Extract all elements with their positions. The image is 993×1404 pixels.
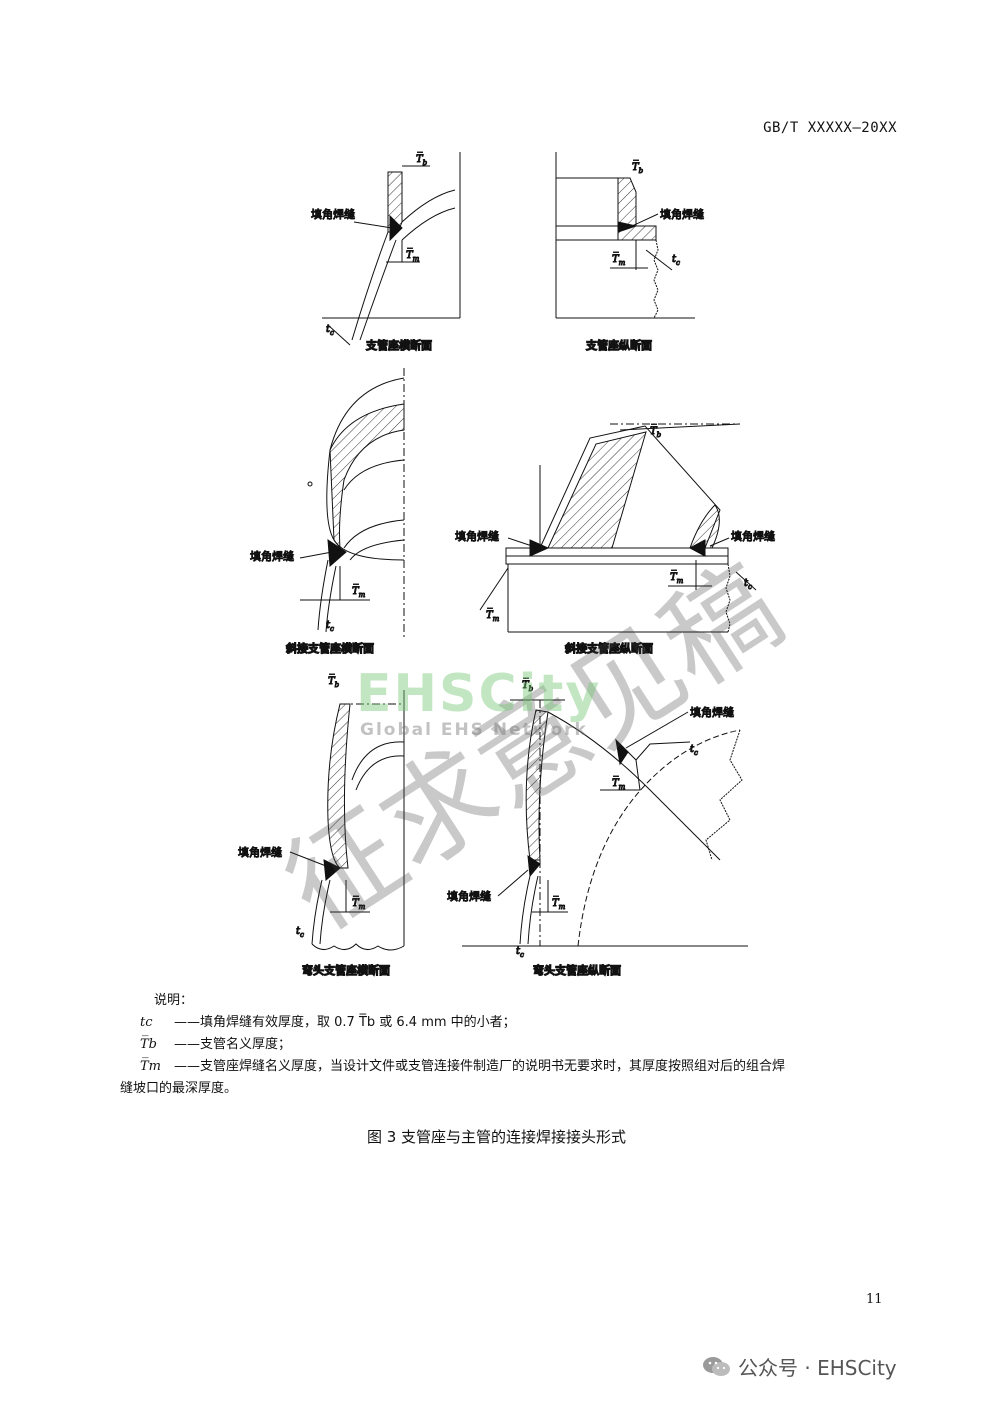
svg-text:tc: tc bbox=[744, 578, 752, 591]
caption-elbow-longitudinal: 弯头支管座纵断面 bbox=[533, 963, 621, 977]
fillet-weld-label-6: 填角焊缝 bbox=[238, 845, 282, 859]
svg-text:tc: tc bbox=[326, 620, 334, 633]
note-item: T̅m ——支管座焊缝名义厚度，当设计文件或支管连接件制造厂的说明书无要求时，其厚… bbox=[120, 1056, 900, 1078]
footer-brand-text: 公众号 · EHSCity bbox=[738, 1356, 897, 1380]
svg-text:T̅b: T̅b bbox=[632, 161, 644, 175]
svg-text:tc: tc bbox=[690, 744, 698, 757]
note-text: ——填角焊缝有效厚度，取 0.7 T̅b 或 6.4 mm 中的小者； bbox=[174, 1015, 516, 1030]
svg-text:T̅m: T̅m bbox=[612, 253, 626, 267]
svg-text:T̅b: T̅b bbox=[650, 425, 662, 439]
note-symbol: tc bbox=[140, 1015, 153, 1030]
note-continuation: 缝坡口的最深厚度。 bbox=[120, 1081, 238, 1096]
joint-figure: 填角焊缝 T̅b T̅m tc 支管座横断面 填角焊缝 T̅b T̅m tc 支… bbox=[238, 152, 776, 978]
caption-elbow-transverse: 弯头支管座横断面 bbox=[302, 963, 390, 977]
svg-text:tc: tc bbox=[516, 946, 524, 959]
standard-code: GB/T XXXXX—20XX bbox=[763, 120, 897, 136]
panel-branch-transverse bbox=[322, 152, 461, 346]
fillet-weld-label-5: 填角焊缝 bbox=[731, 529, 775, 543]
note-item: T̅b ——支管名义厚度； bbox=[120, 1034, 900, 1056]
svg-text:tc: tc bbox=[672, 254, 680, 267]
wechat-icon bbox=[703, 1356, 730, 1376]
svg-text:T̅m: T̅m bbox=[352, 585, 366, 599]
svg-text:tc: tc bbox=[326, 324, 334, 337]
note-item: tc ——填角焊缝有效厚度，取 0.7 T̅b 或 6.4 mm 中的小者； bbox=[120, 1012, 900, 1034]
figure-title: 图 3 支管座与主管的连接焊接接头形式 bbox=[366, 1128, 627, 1146]
fillet-weld-label-2: 填角焊缝 bbox=[660, 207, 704, 221]
svg-text:tc: tc bbox=[296, 926, 304, 939]
panel-elbow-longitudinal bbox=[462, 699, 748, 947]
notes-heading: 说明： bbox=[154, 993, 194, 1008]
note-symbol: T̅m bbox=[140, 1059, 161, 1074]
fillet-weld-label: 填角焊缝 bbox=[311, 207, 355, 221]
svg-text:T̅b: T̅b bbox=[416, 153, 428, 167]
fillet-weld-label-3: 填角焊缝 bbox=[250, 549, 294, 563]
ehscity-logo-watermark: EHSCity bbox=[356, 664, 602, 724]
note-text: ——支管座焊缝名义厚度，当设计文件或支管连接件制造厂的说明书无要求时，其厚度按照… bbox=[174, 1059, 786, 1074]
fillet-weld-label-4: 填角焊缝 bbox=[455, 529, 499, 543]
page-number: 11 bbox=[866, 1292, 883, 1307]
note-text: ——支管名义厚度； bbox=[174, 1037, 292, 1052]
fillet-weld-label-8: 填角焊缝 bbox=[690, 705, 734, 719]
caption-oblique-longitudinal: 斜接支管座纵断面 bbox=[564, 641, 653, 655]
panel-branch-longitudinal bbox=[555, 152, 695, 319]
caption-branch-transverse: 支管座横断面 bbox=[365, 338, 432, 352]
svg-text:T̅m: T̅m bbox=[406, 249, 420, 263]
panel-oblique-transverse bbox=[300, 368, 405, 640]
note-symbol: T̅b bbox=[140, 1037, 157, 1052]
footer-brand: 公众号 · EHSCity bbox=[702, 1352, 897, 1381]
fillet-weld-label-7: 填角焊缝 bbox=[447, 889, 491, 903]
notes-block: 说明： tc ——填角焊缝有效厚度，取 0.7 T̅b 或 6.4 mm 中的小者… bbox=[120, 990, 900, 1100]
caption-branch-longitudinal: 支管座纵断面 bbox=[585, 338, 652, 352]
panel-oblique-longitudinal bbox=[479, 423, 757, 633]
panel-elbow-transverse bbox=[311, 690, 405, 951]
caption-oblique-transverse: 斜接支管座横断面 bbox=[285, 641, 374, 655]
watermark-subtitle: Global EHS Network bbox=[360, 720, 588, 740]
